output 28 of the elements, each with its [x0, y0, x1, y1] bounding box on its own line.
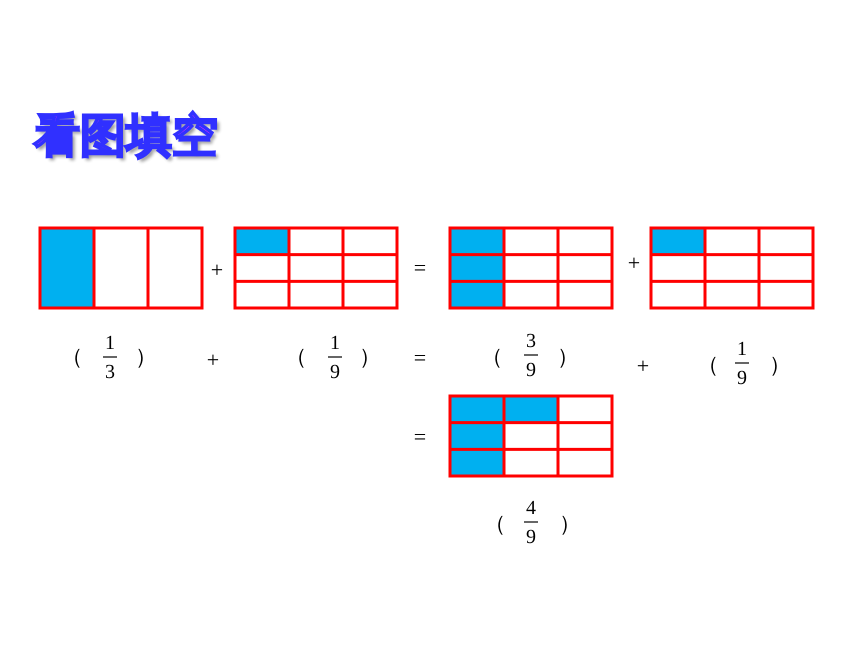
math-operator: + — [206, 349, 220, 371]
math-operator: = — [414, 347, 426, 369]
bracket: （ — [484, 513, 506, 535]
bracket: （ — [61, 346, 83, 368]
math-operator: = — [414, 257, 426, 279]
math-operator: + — [628, 252, 640, 274]
denominator: 9 — [737, 368, 747, 388]
denominator: 9 — [330, 362, 340, 382]
math-operator: = — [414, 426, 426, 448]
numerator: 3 — [526, 331, 536, 351]
bracket: ） — [769, 354, 791, 376]
numerator: 1 — [737, 339, 747, 359]
math-operator: + — [210, 259, 224, 281]
title: 看图填空 — [34, 110, 218, 161]
numerator: 4 — [526, 498, 536, 518]
bracket: ） — [359, 346, 381, 368]
bracket: ） — [135, 346, 157, 368]
numerator: 1 — [105, 333, 115, 353]
denominator: 3 — [105, 362, 115, 382]
bracket: （ — [285, 346, 307, 368]
denominator: 9 — [526, 527, 536, 547]
bracket: （ — [697, 354, 719, 376]
bracket: ） — [557, 346, 579, 368]
bracket: （ — [481, 346, 503, 368]
denominator: 9 — [526, 360, 536, 380]
numerator: 1 — [330, 333, 340, 353]
math-operator: + — [636, 355, 650, 377]
bracket: ） — [559, 513, 581, 535]
